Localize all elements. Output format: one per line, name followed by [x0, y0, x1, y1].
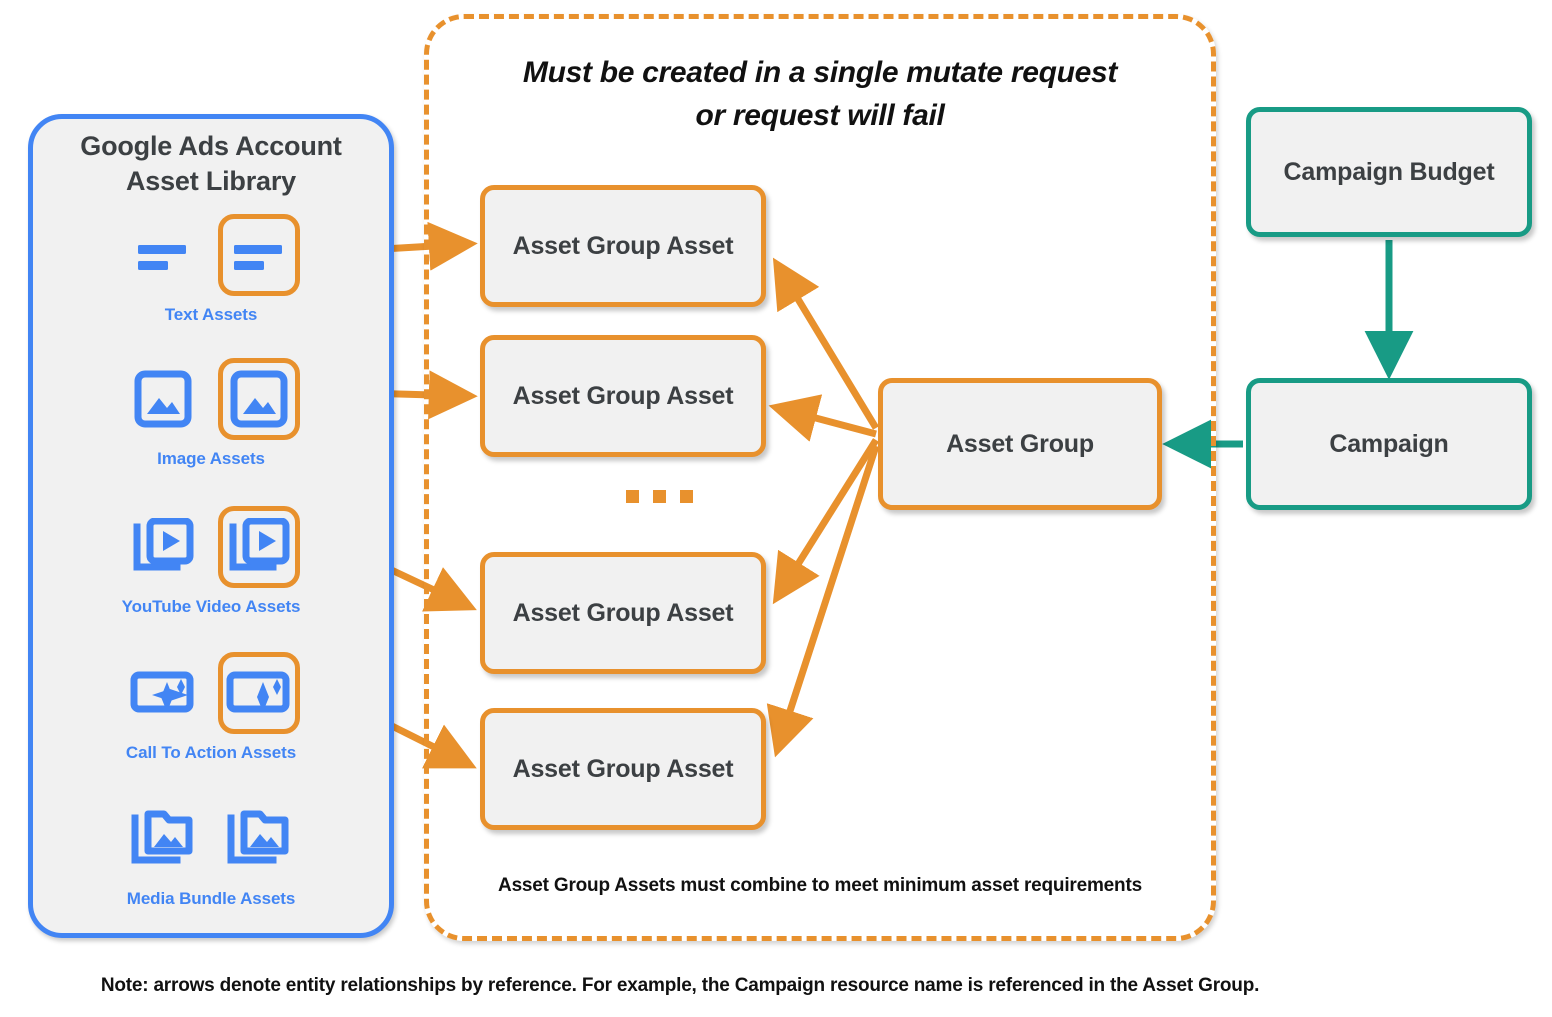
library-item-text-assets[interactable]: Text Assets	[33, 207, 389, 325]
mutate-heading-line2: or request will fail	[695, 98, 945, 132]
library-item-label: Text Assets	[164, 305, 258, 324]
library-item-cta-assets[interactable]: Call To Action Assets	[33, 645, 389, 763]
youtube-video-asset-icon	[122, 506, 204, 588]
library-title-line2: Asset Library	[126, 165, 296, 196]
call-to-action-asset-icon-selected[interactable]	[218, 652, 300, 734]
node-campaign-budget[interactable]: Campaign Budget	[1246, 107, 1532, 237]
ellipsis-dot	[653, 490, 666, 503]
library-item-image-assets[interactable]: Image Assets	[33, 351, 389, 469]
library-item-label: YouTube Video Assets	[121, 597, 301, 616]
ellipsis-dot	[680, 490, 693, 503]
mutate-heading: Must be created in a single mutate reque…	[424, 52, 1216, 137]
asset-library-panel: Google Ads Account Asset Library	[28, 114, 394, 938]
image-asset-icon-selected[interactable]	[218, 358, 300, 440]
ellipsis-dot	[626, 490, 639, 503]
media-bundle-asset-icon	[122, 798, 204, 880]
mutate-request-container	[424, 14, 1216, 941]
diagram-note: Note: arrows denote entity relationships…	[100, 975, 1260, 996]
node-asset-group-asset-3[interactable]: Asset Group Asset	[480, 552, 766, 674]
library-title: Google Ads Account Asset Library	[33, 129, 389, 198]
library-item-label: Media Bundle Assets	[126, 889, 296, 908]
image-asset-icon	[122, 358, 204, 440]
node-asset-group-asset-2[interactable]: Asset Group Asset	[480, 335, 766, 457]
node-asset-group-asset-1[interactable]: Asset Group Asset	[480, 185, 766, 307]
library-item-label: Image Assets	[157, 449, 265, 468]
node-asset-group[interactable]: Asset Group	[878, 378, 1162, 510]
ellipsis-indicator	[626, 490, 693, 503]
text-asset-icon-selected[interactable]	[218, 214, 300, 296]
youtube-video-asset-icon-selected[interactable]	[218, 506, 300, 588]
mutate-footnote: Asset Group Assets must combine to meet …	[498, 875, 1142, 896]
text-asset-icon	[122, 214, 204, 296]
library-item-media-bundle-assets[interactable]: Media Bundle Assets	[33, 791, 389, 909]
call-to-action-asset-icon	[122, 652, 204, 734]
library-item-video-assets[interactable]: YouTube Video Assets	[33, 499, 389, 617]
media-bundle-asset-icon-2	[218, 798, 300, 880]
node-asset-group-asset-4[interactable]: Asset Group Asset	[480, 708, 766, 830]
node-campaign[interactable]: Campaign	[1246, 378, 1532, 510]
library-item-label: Call To Action Assets	[125, 743, 297, 762]
mutate-heading-line1: Must be created in a single mutate reque…	[522, 56, 1118, 89]
library-title-line1: Google Ads Account	[80, 131, 342, 161]
